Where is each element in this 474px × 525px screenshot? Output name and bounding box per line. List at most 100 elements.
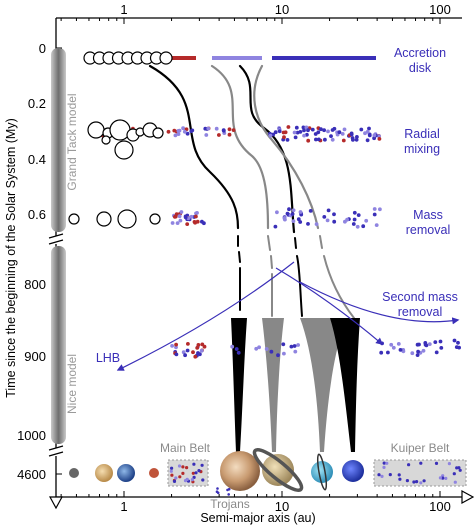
- planetesimal-dot: [281, 342, 286, 347]
- planetesimal-dot: [355, 224, 360, 229]
- kuiper-belt-dot: [412, 480, 416, 484]
- planetesimal-dot: [199, 348, 204, 353]
- planetesimal-dot: [352, 217, 357, 222]
- planetesimal-dot: [354, 137, 359, 142]
- planetesimal-dot: [361, 224, 366, 229]
- planetesimal-dot: [193, 220, 198, 225]
- kuiper-belt-dot: [455, 466, 459, 470]
- planetesimal-dot: [268, 133, 273, 138]
- y-tick-4600: 4600: [17, 467, 46, 482]
- kuiper-belt-dot: [415, 480, 419, 484]
- planetesimal-dot: [396, 342, 401, 346]
- planetesimal-dot: [176, 129, 181, 133]
- kuiper-belt-dot: [385, 461, 389, 465]
- x-tick-bottom-100: 100: [429, 499, 451, 514]
- planetesimal-dot: [273, 130, 278, 135]
- y-tick-900: 900: [24, 349, 46, 364]
- y-tick-0.2: 0.2: [28, 96, 46, 111]
- x-axis-title: Semi-major axis (au): [200, 511, 315, 525]
- planetesimal-dot: [293, 135, 298, 140]
- planetesimal-dot: [349, 132, 354, 137]
- planetesimal-dot: [433, 340, 438, 344]
- planetesimal-dot: [183, 353, 188, 358]
- planetesimal-dot: [308, 209, 313, 213]
- main-belt-dot: [185, 466, 189, 470]
- planetesimal-dot: [204, 133, 209, 137]
- belt-dots: [169, 461, 462, 496]
- y-axis-break-lower: [48, 445, 64, 457]
- radial-label-line1: Radial: [404, 127, 439, 141]
- kuiper-belt-dot: [452, 472, 456, 476]
- planetesimal-dot: [176, 132, 181, 137]
- embryo-circle: [114, 140, 134, 160]
- y-tick-1000: 1000: [17, 428, 46, 443]
- embryo-circle: [149, 213, 161, 225]
- kuiper-belt-dot: [382, 461, 386, 465]
- kuiper-arrow: [275, 267, 384, 345]
- embryo-circle: [96, 211, 112, 227]
- second-removal-label-line1: Second mass: [382, 290, 458, 304]
- kuiper-belt-dot: [441, 476, 445, 480]
- planetesimal-dot: [326, 129, 330, 134]
- trojan-dot: [216, 487, 219, 490]
- planetesimal-dot: [389, 342, 394, 347]
- embryo-circle: [101, 135, 111, 145]
- planetesimal-dot: [302, 133, 306, 138]
- planetesimal-dot: [319, 127, 323, 132]
- planetesimal-dot: [367, 133, 372, 138]
- kuiper-belt-dot: [447, 462, 451, 466]
- planetesimal-dot: [282, 351, 286, 356]
- planetesimal-dot: [195, 346, 200, 350]
- kuiper-belt-dot: [382, 465, 386, 469]
- embryo-circle: [117, 209, 137, 229]
- x-tick-top-10: 10: [275, 2, 289, 17]
- main-belt-dot: [190, 478, 194, 482]
- planetesimal-dot: [193, 354, 198, 359]
- planetesimal-dot: [439, 346, 444, 350]
- kuiper-belt-dot: [405, 479, 409, 483]
- grand-tack-bar: [51, 48, 66, 232]
- planetesimal-dot: [365, 129, 370, 134]
- trojans-label: Trojans: [210, 497, 250, 511]
- planetesimal-dot: [227, 132, 232, 137]
- planetesimal-dot: [166, 129, 171, 134]
- planetesimal-dot: [194, 214, 198, 219]
- saturn-track-dashed: [267, 235, 273, 317]
- planetesimal-dot: [217, 133, 221, 137]
- planetesimal-dot: [292, 344, 297, 348]
- planetesimal-dot: [285, 138, 290, 142]
- venus-icon: [95, 464, 113, 482]
- ice-giant-1-dashed: [294, 237, 303, 317]
- kuiper-belt-dot: [419, 481, 423, 485]
- planetesimal-dot: [372, 136, 376, 141]
- planetesimal-dot: [330, 128, 335, 132]
- planetesimal-dot: [434, 350, 439, 355]
- planetesimal-dot: [342, 127, 347, 132]
- planetesimal-dot: [452, 338, 457, 343]
- neptune-icon: [342, 460, 364, 482]
- kuiper-belt-dot: [397, 473, 401, 477]
- planetesimal-dot: [372, 133, 377, 138]
- y-axis-break-upper: [48, 233, 64, 245]
- planetesimal-dot: [214, 126, 219, 131]
- jupiter-wedge: [231, 318, 247, 452]
- planetesimal-dot: [273, 224, 278, 229]
- lhb-arrow: [116, 261, 295, 371]
- kuiper-belt-dot: [441, 474, 445, 478]
- planetesimal-dot: [283, 217, 287, 222]
- planetesimal-dot: [323, 137, 327, 142]
- accretion-label-line2: disk: [409, 61, 432, 75]
- planetesimal-dot: [290, 212, 295, 216]
- planetesimal-dot: [316, 137, 321, 142]
- second-removal-label-line2: removal: [398, 305, 442, 319]
- planetesimal-dot: [326, 208, 331, 213]
- kuiper-belt-dot: [407, 463, 411, 467]
- planetesimal-dot: [302, 128, 306, 133]
- planetesimal-dot: [181, 126, 186, 131]
- neptune-wedge: [330, 318, 360, 452]
- planetesimal-dot: [195, 211, 199, 215]
- planetesimal-dot: [234, 347, 239, 351]
- planetesimal-dot: [415, 353, 420, 357]
- x-tick-top-100: 100: [429, 2, 451, 17]
- kuiper-belt-dot: [377, 473, 381, 477]
